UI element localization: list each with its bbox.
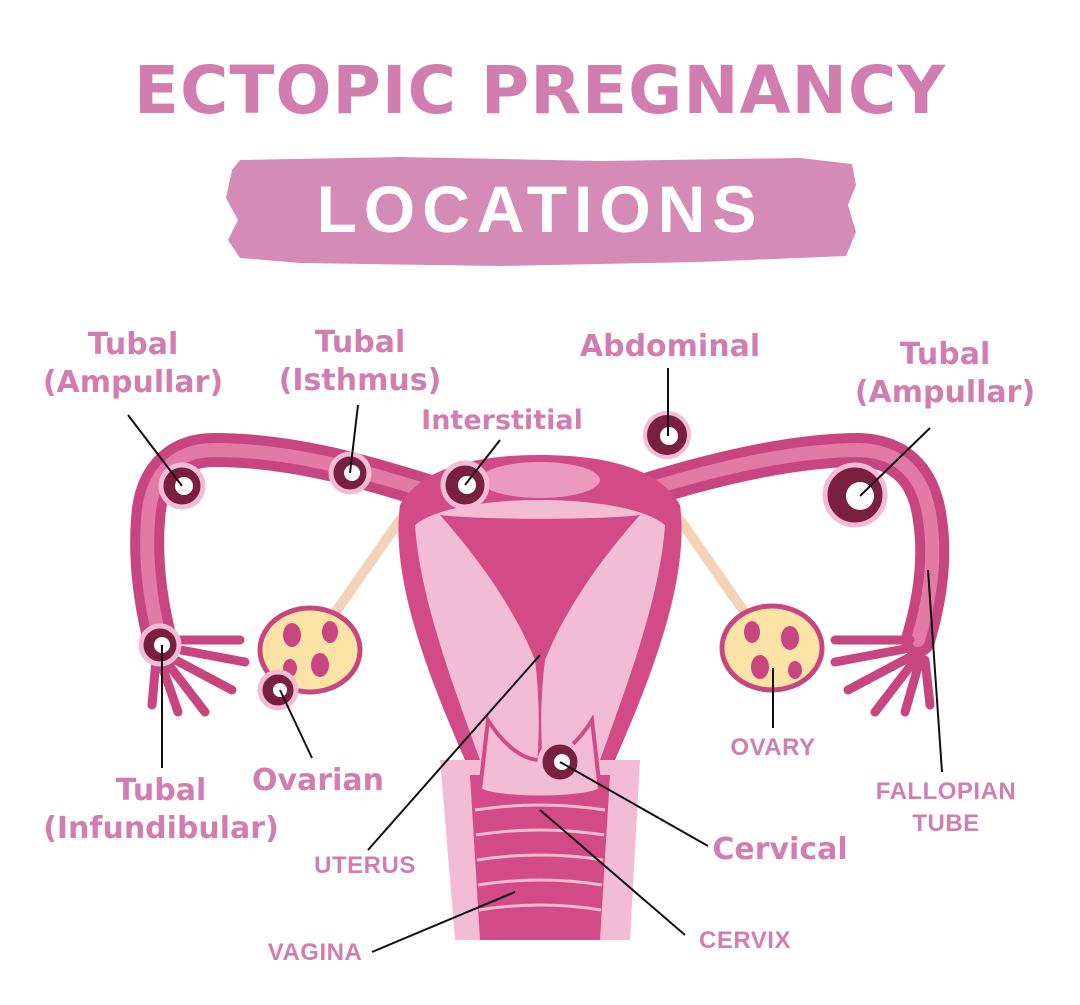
label-vagina: VAGINA <box>267 939 363 966</box>
leader-ovarian <box>279 689 313 759</box>
leader-uterus <box>367 654 541 851</box>
leader-interstitial <box>464 439 501 486</box>
label-interstitial: Interstitial <box>421 405 583 436</box>
label-uterus: UTERUS <box>314 852 416 879</box>
embryo-ovarian <box>257 669 299 711</box>
leader-cervix <box>539 809 686 936</box>
fundus-highlight <box>480 462 600 498</box>
right-fallopian-tube <box>623 433 950 657</box>
left-fimbriae <box>147 635 250 717</box>
right-ovary <box>719 603 825 693</box>
label-ovary: OVARY <box>730 734 816 761</box>
leader-lines <box>127 368 943 953</box>
label-cervix: CERVIX <box>699 927 791 954</box>
leader-tubal-ampullar-right <box>859 427 931 497</box>
embryo-tubal-infundibular <box>138 623 182 667</box>
label-ovarian: Ovarian <box>252 763 384 798</box>
label-tubal-ampullar-left: Tubal (Ampullar) <box>42 327 224 400</box>
leader-tubal-ampullar-left <box>127 414 183 487</box>
leader-fallopian-tube <box>927 569 943 773</box>
title: ECTOPIC PREGNANCY <box>133 52 947 129</box>
label-tubal-ampullar-right: Tubal (Ampullar) <box>854 337 1036 410</box>
leader-tubal-isthmus <box>349 404 359 474</box>
uterine-cavity <box>440 515 640 790</box>
vaginal-rugae <box>474 803 606 912</box>
right-fimbriae <box>830 635 935 717</box>
vaginal-canal <box>470 775 610 940</box>
label-cervical: Cervical <box>712 832 848 867</box>
leader-cervical <box>559 761 709 847</box>
leader-vagina <box>371 891 516 953</box>
label-fallopian-tube: FALLOPIAN TUBE <box>875 778 1017 837</box>
right-ovarian-ligament <box>675 515 755 625</box>
subtitle: LOCATIONS <box>316 172 764 246</box>
label-tubal-infundibular: Tubal (Infundibular) <box>43 773 279 846</box>
left-ovarian-ligament <box>325 515 405 625</box>
title-banner <box>226 157 856 266</box>
label-abdominal: Abdominal <box>579 329 761 364</box>
label-tubal-isthmus: Tubal (Isthmus) <box>278 325 442 398</box>
embryo-tubal-ampullar-right <box>822 462 888 528</box>
